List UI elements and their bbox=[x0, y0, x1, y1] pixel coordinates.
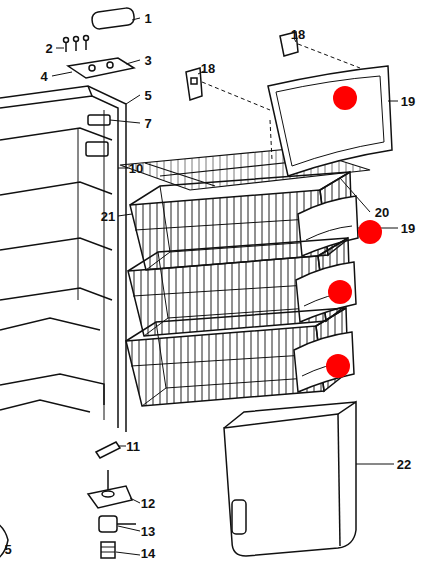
callout-number: 11 bbox=[126, 440, 140, 453]
callout-number: 4 bbox=[40, 70, 47, 83]
callout-number: 19 bbox=[401, 222, 415, 235]
callout-number: 18 bbox=[201, 62, 215, 75]
callout-number: 3 bbox=[144, 54, 151, 67]
callout-number: 19 bbox=[401, 95, 415, 108]
callout-number: 12 bbox=[141, 497, 155, 510]
callout-number: 13 bbox=[141, 525, 155, 538]
callout-number: 7 bbox=[144, 117, 151, 130]
callout-number: 22 bbox=[397, 458, 411, 471]
callout-number: 1 bbox=[144, 12, 151, 25]
callout-number: 5 bbox=[144, 89, 151, 102]
callout-number: 21 bbox=[101, 210, 115, 223]
callout-number: 14 bbox=[141, 547, 155, 560]
callout-number: 10 bbox=[129, 162, 143, 175]
callout-number: 18 bbox=[291, 28, 305, 41]
callout-number: 2 bbox=[45, 42, 52, 55]
callout-number: 5 bbox=[4, 543, 11, 556]
callout-number: 20 bbox=[375, 206, 389, 219]
